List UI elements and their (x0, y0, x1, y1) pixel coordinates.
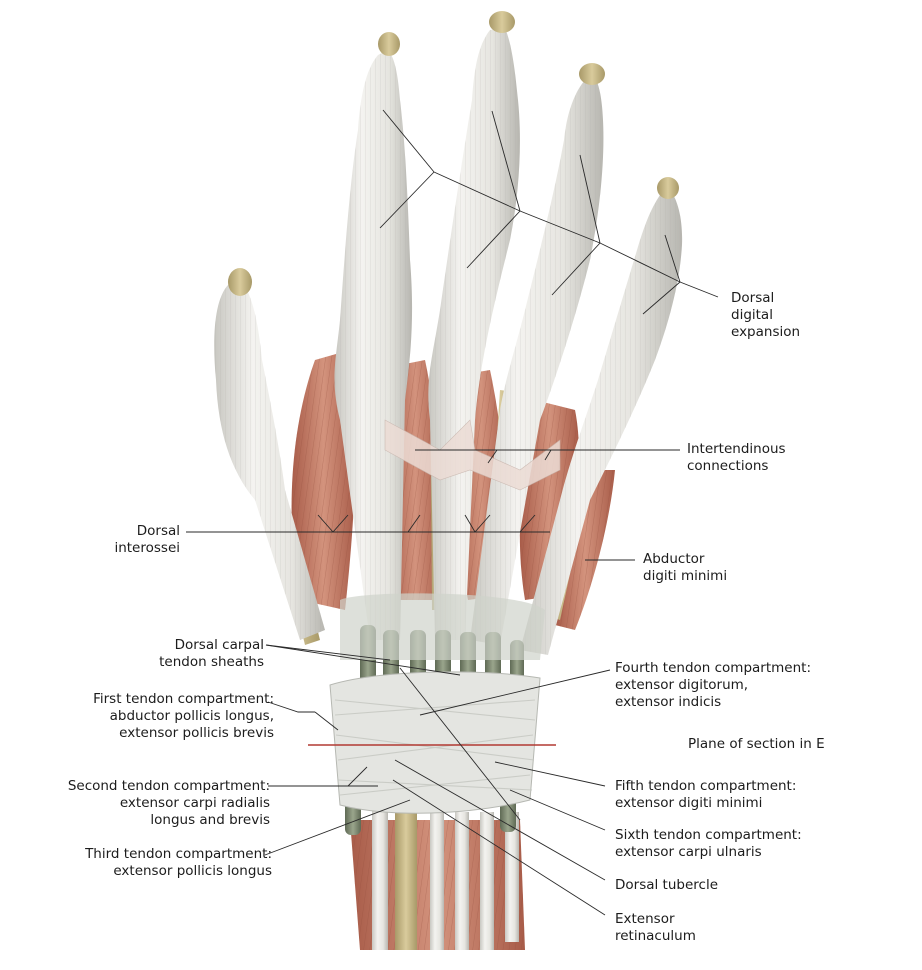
intertendinous-connection-shapes (384, 419, 561, 491)
forearm-muscles (350, 800, 525, 950)
fingers (214, 11, 683, 655)
carpal-region (340, 593, 545, 660)
label-abductor-digiti-minimi: Abductor digiti minimi (643, 551, 728, 584)
leader-lines (186, 109, 719, 916)
label-extensor-retinaculum: Extensor retinaculum (615, 911, 696, 944)
label-fourth-tendon-compartment: Fourth tendon compartment: extensor digi… (615, 660, 811, 710)
label-dorsal-carpal-tendon-sheaths: Dorsal carpal tendon sheaths (159, 637, 264, 670)
label-third-tendon-compartment: Third tendon compartment: extensor polli… (85, 846, 272, 879)
label-dorsal-digital-expansion: Dorsal digital expansion (731, 290, 801, 340)
label-plane-of-section: Plane of section in E (688, 736, 825, 752)
label-second-tendon-compartment: Second tendon compartment: extensor carp… (67, 778, 270, 828)
label-fifth-tendon-compartment: Fifth tendon compartment: extensor digit… (615, 778, 797, 811)
label-dorsal-interossei: Dorsal interossei (114, 523, 180, 556)
label-sixth-tendon-compartment: Sixth tendon compartment: extensor carpi… (615, 827, 802, 860)
label-dorsal-tubercle: Dorsal tubercle (615, 877, 719, 893)
label-intertendinous-connections: Intertendinous connections (687, 441, 786, 474)
extensor-retinaculum (329, 671, 541, 814)
label-first-tendon-compartment: First tendon compartment: abductor polli… (93, 691, 274, 741)
